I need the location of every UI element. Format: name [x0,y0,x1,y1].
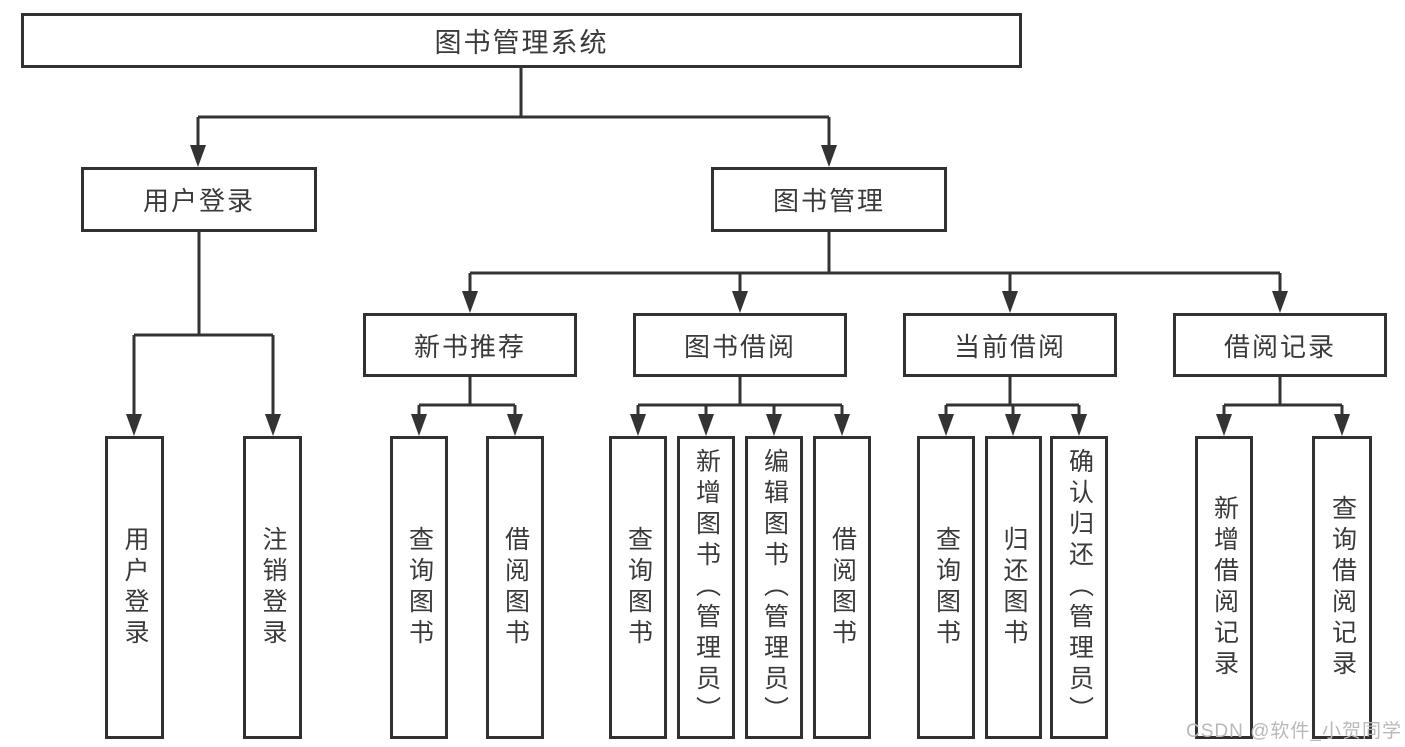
node-book-borrow: 图书借阅 [633,313,847,377]
node-root: 图书管理系统 [21,13,1022,68]
leaf-borrow-book-1: 借阅图书 [486,436,544,739]
leaf-add-borrow-record: 新增借阅记录 [1195,436,1253,739]
csdn-watermark: CSDN @软件_小贺同学 [1186,721,1402,742]
node-new-book-recommend: 新书推荐 [363,313,577,377]
leaf-borrow-book-2: 借阅图书 [813,436,871,739]
node-current-borrow: 当前借阅 [903,313,1117,377]
leaf-query-book-3: 查询图书 [917,436,975,739]
node-borrow-records: 借阅记录 [1173,313,1387,377]
node-book-management: 图书管理 [711,167,947,232]
leaf-query-book-2: 查询图书 [609,436,667,739]
leaf-user-login: 用户登录 [105,436,164,739]
leaf-query-borrow-record: 查询借阅记录 [1312,436,1372,739]
leaf-edit-book-admin: 编辑图书（管理员） [745,436,803,739]
leaf-confirm-return-admin: 确认归还（管理员） [1050,436,1108,739]
leaf-return-book: 归还图书 [985,436,1042,739]
leaf-query-book-1: 查询图书 [390,436,448,739]
leaf-add-book-admin: 新增图书（管理员） [677,436,735,739]
leaf-logout: 注销登录 [243,436,302,739]
node-user-login: 用户登录 [81,167,317,232]
